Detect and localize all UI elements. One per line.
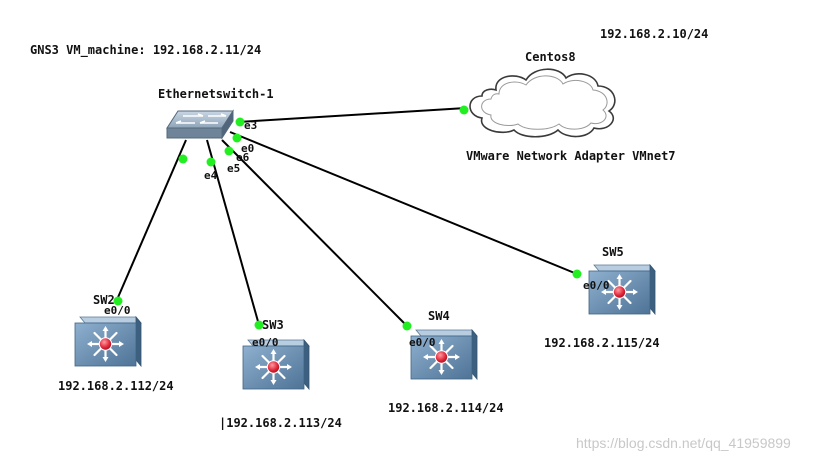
sw2-node[interactable]: SW2 e0/0 192.168.2.112/24: [58, 293, 174, 393]
link-ethswitch-e5-sw3[interactable]: [206, 139, 260, 326]
cloud-icon: [469, 68, 616, 138]
link-status-dot: [402, 321, 412, 331]
sw3-ip: |192.168.2.113/24: [219, 416, 342, 430]
sw5-port-label: e0/0: [583, 279, 610, 292]
link-status-dot: [235, 117, 245, 127]
multilayer-switch-icon: [73, 315, 143, 368]
centos8-cloud[interactable]: Centos8 192.168.2.10/24 VMware Network A…: [466, 27, 708, 163]
link-status-dot: [224, 146, 234, 156]
watermark-url: https://blog.csdn.net/qq_41959899: [576, 435, 791, 451]
sw3-name: SW3: [262, 318, 284, 332]
sw5-name: SW5: [602, 245, 624, 259]
sw3-node[interactable]: SW3 e0/0 |192.168.2.113/24: [219, 318, 342, 430]
port-label-e4: e4: [204, 169, 218, 182]
link-ethswitch-e0-sw5[interactable]: [229, 131, 578, 275]
link-status-dot: [232, 133, 242, 143]
sw2-name: SW2: [93, 293, 115, 307]
sw4-ip: 192.168.2.114/24: [388, 401, 504, 415]
cloud-ip: 192.168.2.10/24: [600, 27, 708, 41]
port-label-e3: e3: [244, 119, 257, 132]
sw5-node[interactable]: SW5 e0/0 192.168.2.115/24: [544, 245, 660, 350]
gns3-vm-note: GNS3 VM_machine: 192.168.2.11/24: [30, 43, 261, 58]
port-label-e0: e0: [241, 142, 254, 155]
ethernet-switch-name: Ethernetswitch-1: [158, 87, 274, 101]
sw2-port-label: e0/0: [104, 304, 131, 317]
link-status-dot: [572, 269, 582, 279]
port-label-e6: e6: [236, 151, 250, 164]
link-status-dot: [178, 154, 188, 164]
port-label-e5: e5: [227, 162, 240, 175]
link-status-dots: [113, 105, 582, 331]
link-lines: [115, 107, 578, 327]
cloud-name: Centos8: [525, 50, 576, 64]
ethernet-switch-node[interactable]: Ethernetswitch-1 e3 e0 e6 e5 e4: [158, 87, 274, 182]
sw2-ip: 192.168.2.112/24: [58, 379, 174, 393]
link-ethswitch-e4-sw2[interactable]: [115, 139, 187, 303]
cloud-adapter-label: VMware Network Adapter VMnet7: [466, 149, 676, 163]
sw4-node[interactable]: SW4 e0/0 192.168.2.114/24: [388, 309, 504, 415]
link-status-dot: [459, 105, 469, 115]
sw3-port-label: e0/0: [252, 336, 279, 349]
ethernet-switch-icon: [166, 109, 234, 140]
sw4-port-label: e0/0: [409, 336, 436, 349]
link-status-dot: [206, 157, 216, 167]
sw4-name: SW4: [428, 309, 450, 323]
link-ethswitch-e3-centos8[interactable]: [237, 107, 467, 123]
link-status-dot: [254, 320, 264, 330]
link-ethswitch-e6-sw4[interactable]: [221, 139, 408, 327]
sw5-ip: 192.168.2.115/24: [544, 336, 660, 350]
link-status-dot: [113, 296, 123, 306]
